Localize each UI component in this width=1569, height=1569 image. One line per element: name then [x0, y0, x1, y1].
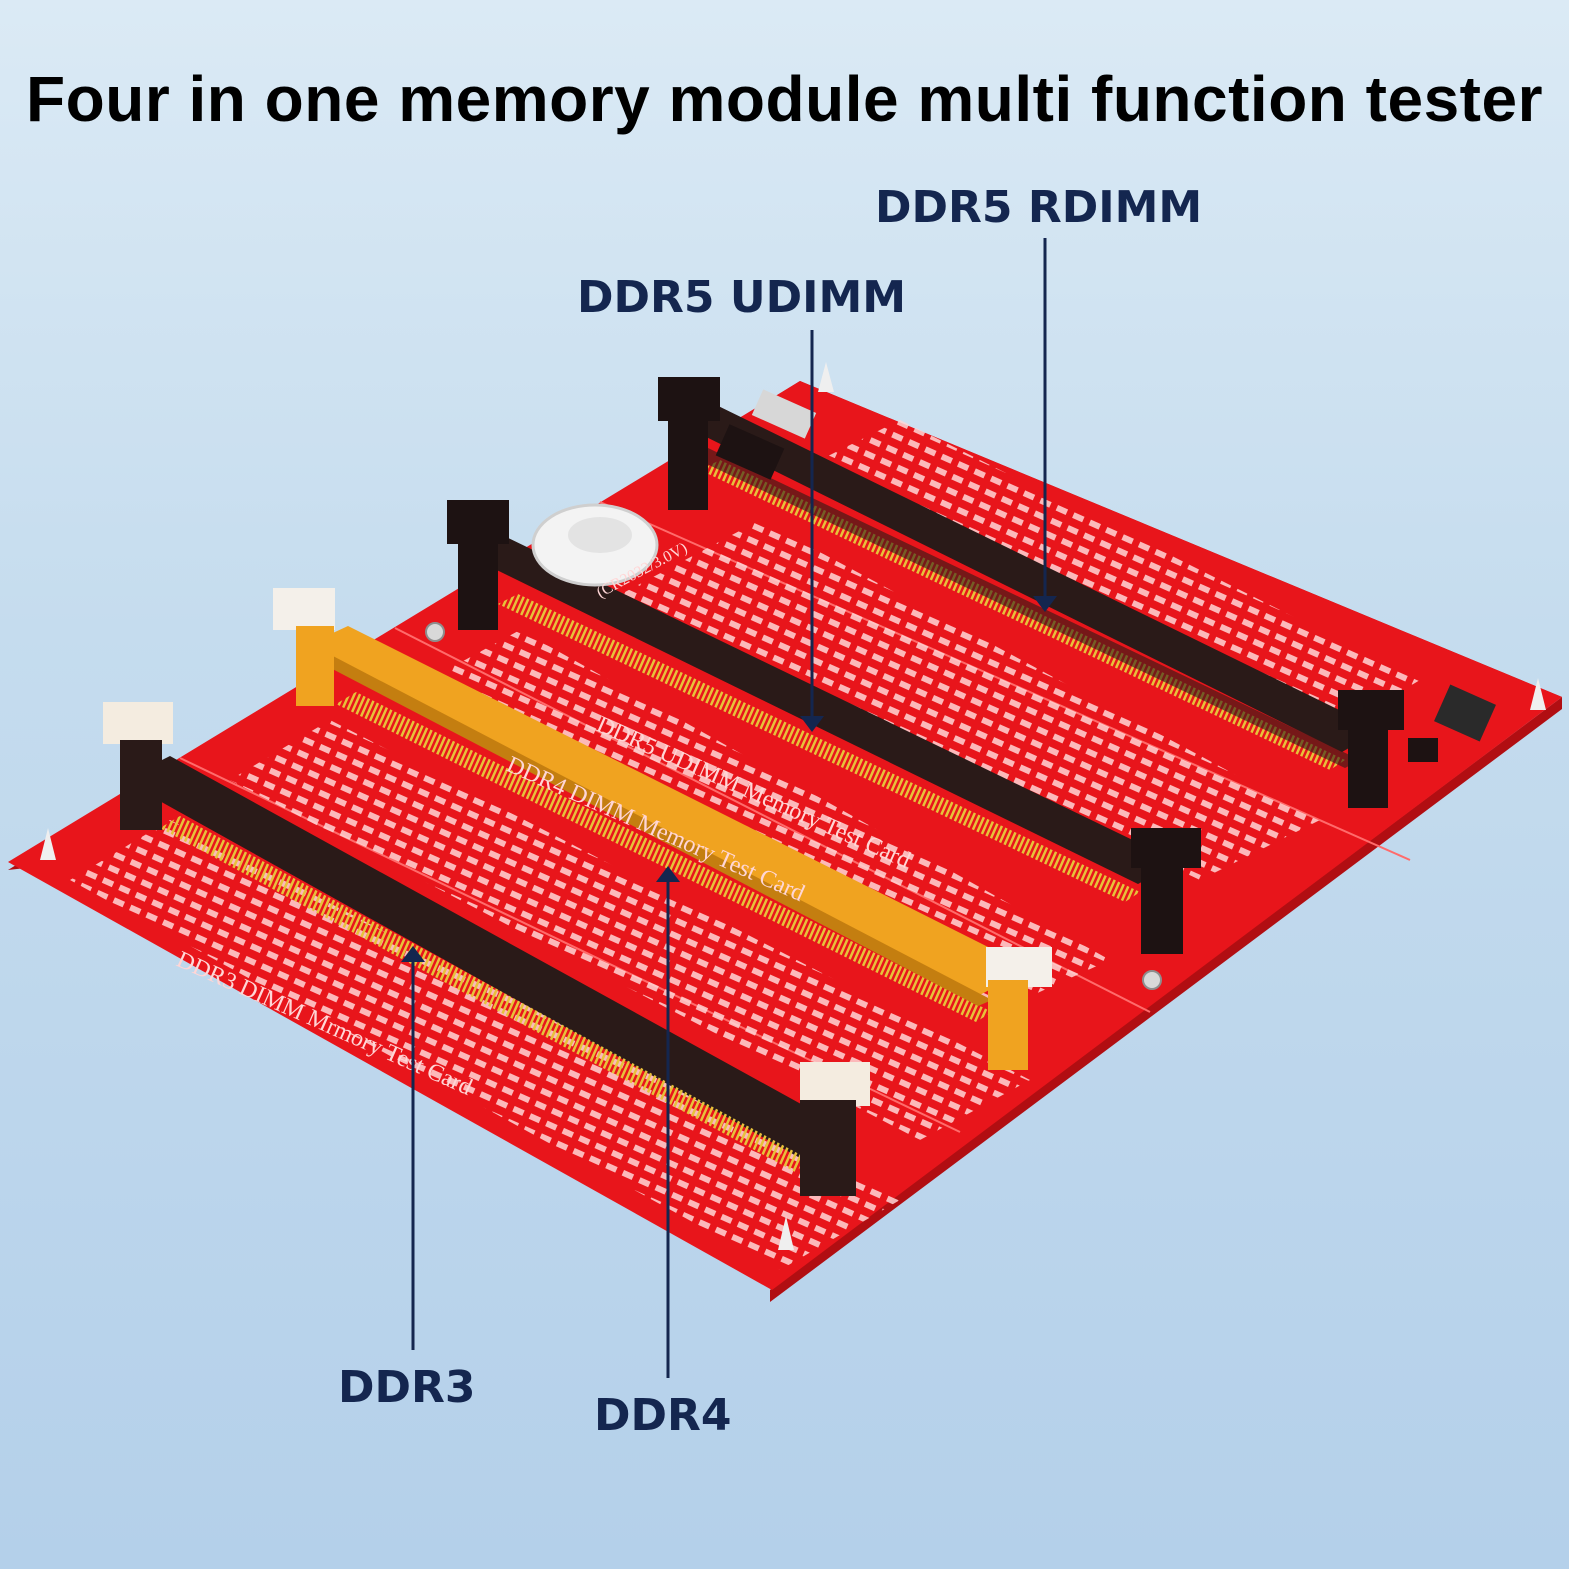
ddr5-rdimm-label: DDR5 RDIMM: [875, 182, 1203, 233]
led-field: [610, 520, 1320, 880]
led-field: [800, 420, 1420, 740]
switch: [1408, 738, 1438, 762]
screw: [425, 622, 1162, 990]
ddr5-udimm-label: DDR5 UDIMM: [577, 272, 907, 323]
reset-button: [1434, 684, 1496, 742]
callout-pointer-udimm: [800, 330, 824, 732]
ddr3-label: DDR3: [338, 1362, 476, 1413]
led-field: [230, 720, 1030, 1140]
callout-pointer-ddr4: [656, 866, 680, 1378]
battery-holder: [531, 503, 659, 587]
callout-pointer-rdimm: [1033, 238, 1057, 612]
callout-pointer-ddr3: [401, 946, 425, 1350]
led-field: [410, 630, 1110, 1010]
standoff: [40, 362, 1546, 1250]
ddr4-label: DDR4: [594, 1390, 732, 1441]
regulator-ic: [715, 424, 785, 480]
ddr5-udimm-slot: [447, 500, 1201, 954]
ddr5-rdimm-slot: [658, 377, 1404, 808]
ddr4-slot: [273, 588, 1052, 1070]
led-field: [70, 820, 900, 1270]
power-connector: [751, 389, 817, 439]
page-title: Four in one memory module multi function…: [26, 63, 1543, 135]
